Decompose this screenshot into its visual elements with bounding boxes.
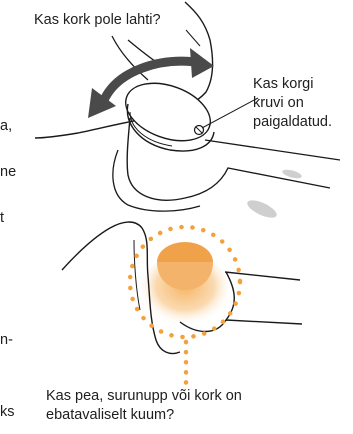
cut-text-fragment-4: n-: [0, 332, 13, 349]
hot-label-line-2: ebatavaliselt kuum?: [46, 407, 174, 424]
screw-label-line-2: kruvi on: [253, 95, 304, 112]
cut-text-fragment-5: ks: [0, 404, 15, 421]
cut-text-fragment-3: t: [0, 210, 4, 227]
finger-inner-line: [134, 240, 140, 310]
screw-label-line-3: paigaldatud.: [253, 114, 332, 131]
cut-text-fragment-1: a,: [0, 118, 12, 135]
hot-label-line-1: Kas pea, surunupp või kork on: [46, 388, 242, 405]
screw-label-line-1: Kas korgi: [253, 76, 313, 93]
cut-text-fragment-2: ne: [0, 164, 16, 181]
cap-loose-label: Kas kork pole lahti?: [34, 12, 161, 29]
